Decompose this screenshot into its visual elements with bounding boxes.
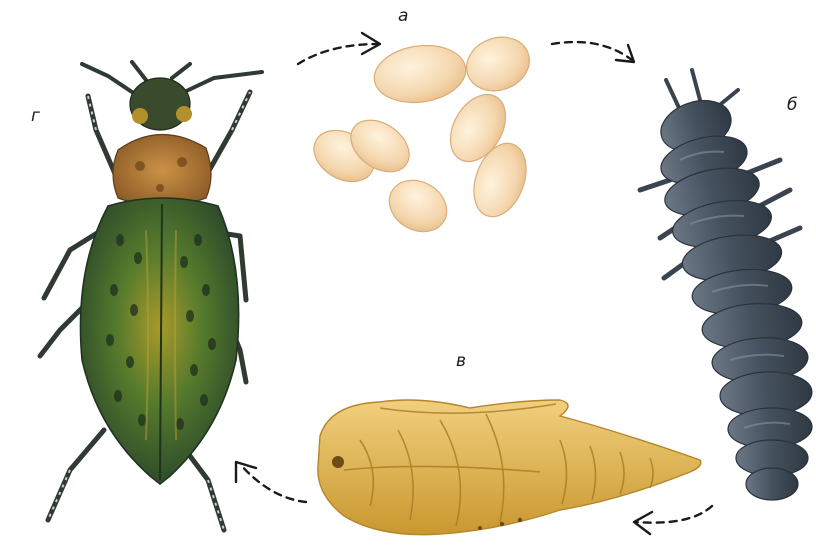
arrow-beetle-to-eggs (298, 44, 378, 64)
label-larva: б (787, 95, 797, 115)
beetle-pronotum (113, 134, 211, 206)
label-beetle: г (31, 106, 40, 126)
label-eggs: а (398, 6, 408, 26)
arrow-eggs-to-larva (552, 42, 632, 60)
eggs-illustration (305, 29, 537, 242)
egg (459, 29, 537, 100)
arrow-pupa-to-beetle (240, 464, 306, 502)
beetle-eye (132, 108, 148, 124)
beetle-illustration (40, 62, 262, 530)
egg (380, 170, 456, 242)
larva-tail (746, 468, 798, 500)
larva-illustration (640, 70, 813, 500)
egg (371, 40, 470, 108)
pupa-eye (332, 456, 344, 468)
label-pupa: в (456, 351, 466, 371)
beetle-eye (176, 106, 192, 122)
pupa-illustration (318, 400, 701, 535)
